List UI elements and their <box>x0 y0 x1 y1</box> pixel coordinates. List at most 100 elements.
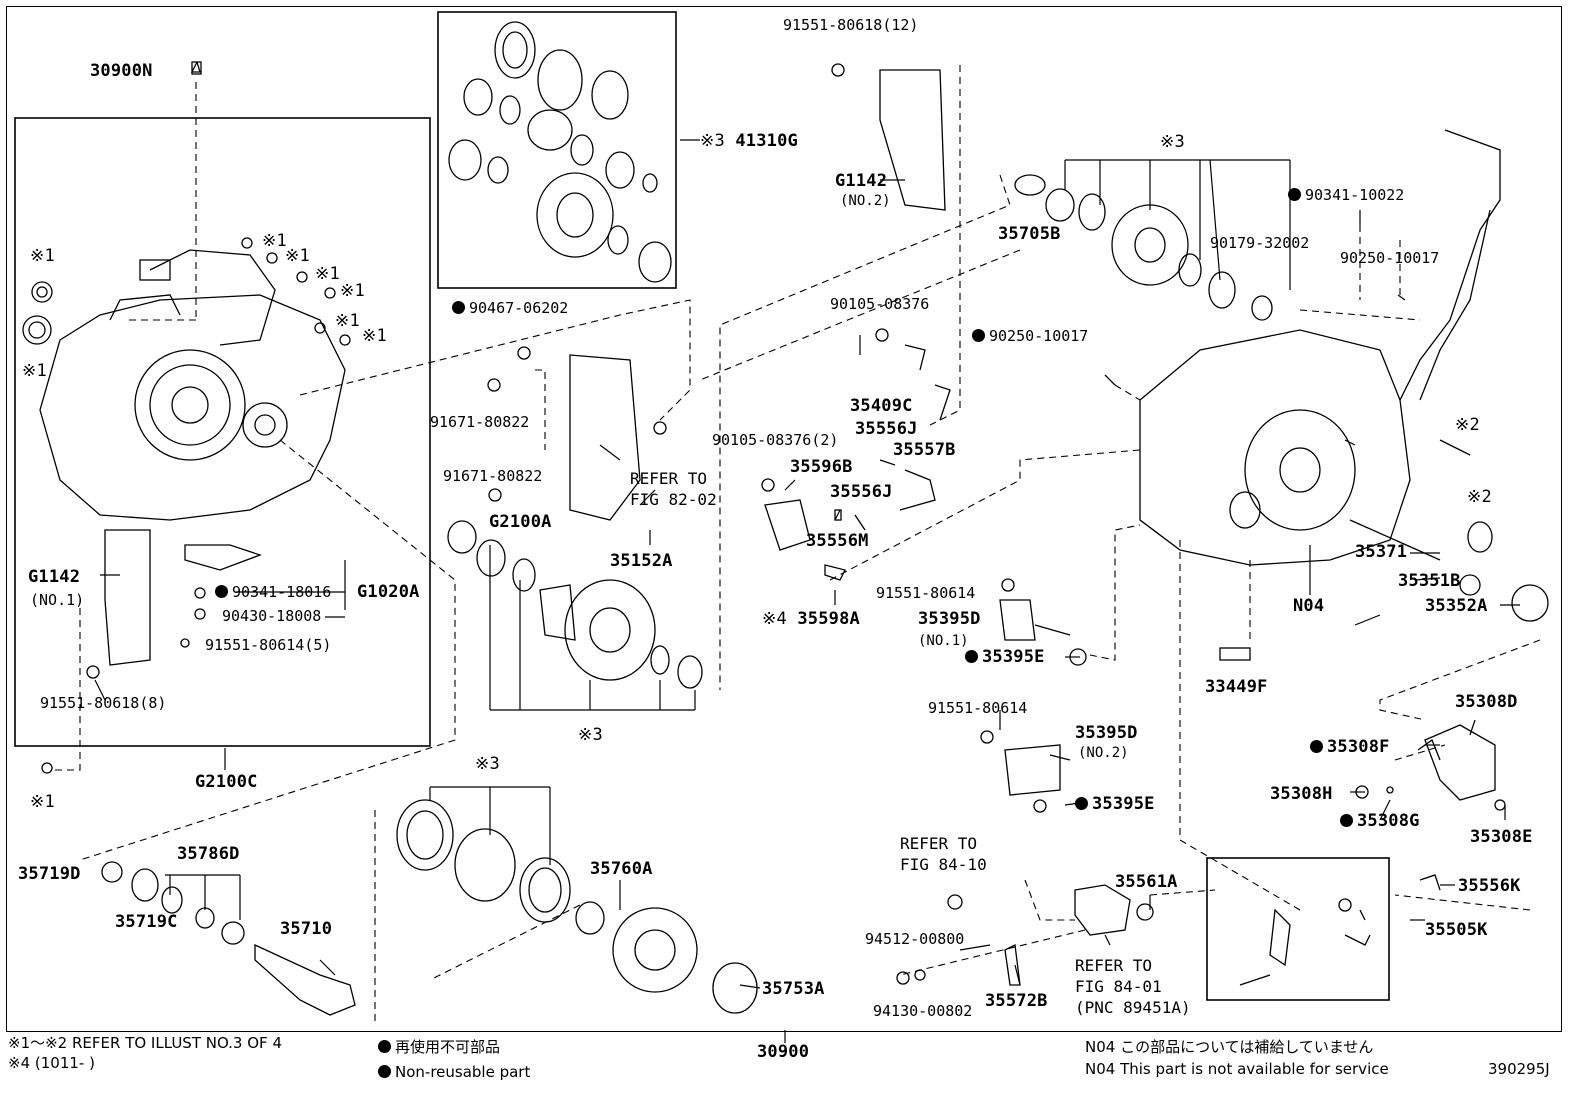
note-mark-2-a: ※2 <box>1455 415 1480 435</box>
diagram-frame <box>6 6 1562 1032</box>
callout-G2100A: G2100A <box>489 512 552 532</box>
callout-90341-10022: 90341-10022 <box>1288 187 1404 203</box>
callout-91551-80614-b: 91551-80614 <box>928 699 1028 717</box>
callout-91551-80614-a: 91551-80614 <box>876 584 976 602</box>
note-mark-3-top: ※3 <box>1160 132 1185 152</box>
callout-35719C: 35719C <box>115 912 178 932</box>
callout-30900: 30900 <box>757 1042 810 1062</box>
callout-35596B: 35596B <box>790 457 853 477</box>
legend-non-reusable-en: Non-reusable part <box>378 1063 530 1081</box>
callout-90341-18016: 90341-18016 <box>215 584 331 600</box>
refer-fig-84-01-line3: (PNC 89451A) <box>1075 998 1191 1017</box>
callout-35719D: 35719D <box>18 864 81 884</box>
callout-35598A-text: 35598A <box>797 609 860 629</box>
callout-35308H: 35308H <box>1270 784 1333 804</box>
note-mark-4: ※4 <box>762 609 787 629</box>
callout-G2100C: G2100C <box>195 772 258 792</box>
dashed-leaders <box>55 65 1541 1025</box>
refer-fig-84-01-line2: FIG 84-01 <box>1075 977 1162 996</box>
callout-90179-32002: 90179-32002 <box>1210 234 1310 252</box>
callout-35753A: 35753A <box>762 979 825 999</box>
callout-no1-b: (NO.1) <box>30 591 85 609</box>
refer-fig-84-01-line1: REFER TO <box>1075 956 1153 975</box>
callout-35786D: 35786D <box>177 844 240 864</box>
callout-35371: 35371 <box>1355 542 1408 562</box>
callout-G1142-no2: G1142 <box>835 171 888 191</box>
note-mark-1-e: ※1 <box>315 264 340 284</box>
refer-fig-84-10-line2: FIG 84-10 <box>900 855 987 874</box>
note-mark-1-a: ※1 <box>30 246 55 266</box>
callout-35572B: 35572B <box>985 991 1048 1011</box>
callout-41310G: ※3 41310G <box>700 132 798 150</box>
callout-no2-b: (NO.2) <box>1078 745 1129 761</box>
illustration-number: 390295J <box>1488 1060 1550 1078</box>
legend-dot <box>378 1065 391 1078</box>
non-reusable-dot <box>965 650 978 663</box>
callout-94130-00802: 94130-00802 <box>873 1002 973 1020</box>
callout-91671-80822-a: 91671-80822 <box>430 413 530 431</box>
note-mark-3-lower: ※3 <box>475 754 500 774</box>
footer-note-date-range: ※4 (1011- ) <box>8 1054 95 1072</box>
callout-90467-06202: 90467-06202 <box>452 300 568 316</box>
note-mark-2-b: ※2 <box>1467 487 1492 507</box>
callout-35557B: 35557B <box>893 440 956 460</box>
footer-note-refer-illust: ※1～※2 REFER TO ILLUST NO.3 OF 4 <box>8 1034 282 1052</box>
footer-n04-jp: N04 この部品については補給していません <box>1085 1038 1374 1056</box>
callout-35760A: 35760A <box>590 859 653 879</box>
solid-leaders <box>94 139 1520 1043</box>
callout-N04: N04 <box>1293 596 1325 616</box>
callout-35395E-b: 35395E <box>1075 795 1155 813</box>
non-reusable-dot <box>215 585 228 598</box>
legend-dot <box>378 1040 391 1053</box>
callout-35556J-b: 35556J <box>830 482 893 502</box>
note-mark-1-d: ※1 <box>285 246 310 266</box>
note-mark-3: ※3 <box>700 131 725 151</box>
callout-35308F-text: 35308F <box>1327 737 1390 757</box>
refer-fig-82-02-line1: REFER TO <box>630 469 708 488</box>
note-mark-3-mid: ※3 <box>578 725 603 745</box>
callout-35561A: 35561A <box>1115 872 1178 892</box>
callout-41310G-text: 41310G <box>735 131 798 151</box>
callout-90250-10017-a: 90250-10017 <box>1340 249 1440 267</box>
callout-30900N: 30900N <box>90 61 153 81</box>
callout-G1142-no1: G1142 <box>28 567 81 587</box>
note-mark-1-h: ※1 <box>362 326 387 346</box>
callout-90105-08376-2: 90105-08376(2) <box>712 431 839 449</box>
differential-kit-drawing <box>448 21 672 283</box>
callout-91551-80618-12: 91551-80618(12) <box>783 16 919 34</box>
note-mark-1-c: ※1 <box>262 231 287 251</box>
callout-35409C: 35409C <box>850 396 913 416</box>
callout-35308G-text: 35308G <box>1357 811 1420 831</box>
legend-jp-text: 再使用不可部品 <box>395 1038 501 1056</box>
callout-35308G: 35308G <box>1340 812 1420 830</box>
callout-90250-10017-b: 90250-10017 <box>972 328 1088 344</box>
callout-35352A: 35352A <box>1425 596 1488 616</box>
callout-35152A: 35152A <box>610 551 673 571</box>
callout-35705B: 35705B <box>998 224 1061 244</box>
lower-parts-drawing <box>101 799 1441 1016</box>
callout-35395D-a: 35395D <box>918 609 981 629</box>
footer-n04-en: N04 This part is not available for servi… <box>1085 1060 1389 1078</box>
callout-35395E-a-text: 35395E <box>982 647 1045 667</box>
callout-33449F: 33449F <box>1205 677 1268 697</box>
callout-35308D: 35308D <box>1455 692 1518 712</box>
callout-G1020A: G1020A <box>357 582 420 602</box>
legend-non-reusable-jp: 再使用不可部品 <box>378 1038 500 1056</box>
shift-lever-group-box <box>1206 857 1390 1001</box>
non-reusable-dot <box>1310 740 1323 753</box>
callout-35505K: 35505K <box>1425 920 1488 940</box>
callout-94512-00800: 94512-00800 <box>865 930 965 948</box>
callout-90250-b-text: 90250-10017 <box>989 327 1089 345</box>
non-reusable-dot <box>1075 797 1088 810</box>
legend-en-text: Non-reusable part <box>395 1063 531 1081</box>
right-transaxle-drawing <box>1014 129 1549 811</box>
callout-35598A: ※4 35598A <box>762 610 860 628</box>
callout-90467-text: 90467-06202 <box>469 299 569 317</box>
transaxle-case-group-box <box>14 117 431 747</box>
callout-35308F: 35308F <box>1310 738 1390 756</box>
callout-35556J-a: 35556J <box>855 419 918 439</box>
callout-35556M: 35556M <box>806 531 869 551</box>
refer-fig-82-02-line2: FIG 82-02 <box>630 490 717 509</box>
non-reusable-dot <box>452 301 465 314</box>
